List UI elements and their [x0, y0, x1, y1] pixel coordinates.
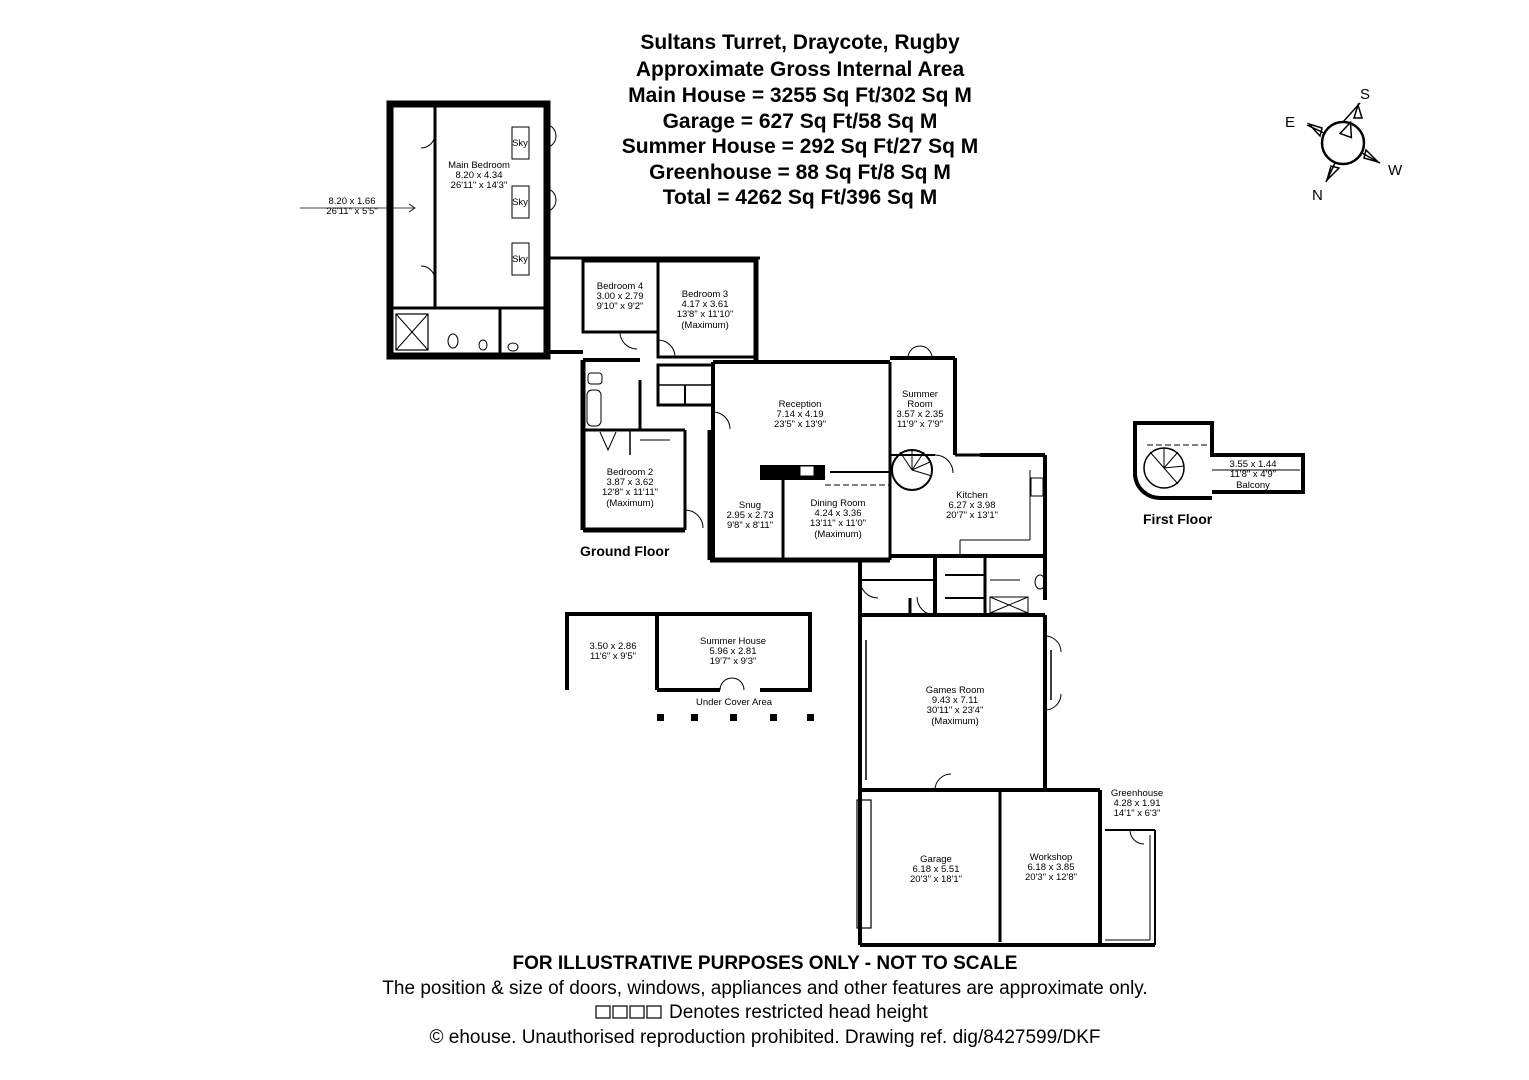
- bedroom3-imperial: 13'8" x 11'10": [677, 309, 734, 320]
- skylight-label: Sky: [512, 197, 528, 208]
- utility-block: [858, 556, 1046, 945]
- dining-room-imperial: 13'11" x 11'0": [810, 518, 866, 529]
- main-bedroom-name: Main Bedroom: [448, 160, 510, 171]
- balcony-name: Balcony: [1236, 480, 1270, 491]
- balcony-metric: 3.55 x 1.44: [1229, 459, 1276, 470]
- snug-metric: 2.95 x 2.73: [726, 510, 773, 521]
- skylight-label: Sky: [512, 138, 528, 149]
- summer-house-area: Summer House = 292 Sq Ft/27 Sq M: [621, 135, 979, 158]
- legend-text: Denotes restricted head height: [669, 1002, 928, 1023]
- summer-house-name: Summer House: [700, 636, 766, 647]
- garage-name: Garage: [920, 854, 952, 865]
- summer-room-name1: Summer: [902, 389, 938, 400]
- snug-name: Snug: [739, 500, 761, 511]
- copyright-icon: ©: [429, 1027, 449, 1048]
- bedroom4-name: Bedroom 4: [597, 281, 643, 292]
- main-bedroom-imperial: 26'11" x 14'3": [451, 180, 508, 191]
- summer-house-imperial: 19'7" x 9'3": [710, 656, 757, 667]
- bedroom3-note: (Maximum): [681, 320, 729, 331]
- bedroom2-metric: 3.87 x 3.62: [606, 477, 653, 488]
- restricted-height-legend-icon: [595, 1005, 662, 1019]
- greenhouse-imperial: 14'1" x 6'3": [1114, 808, 1161, 819]
- first-floor-plan: [1133, 421, 1305, 501]
- copyright-line: © ehouse. Unauthorised reproduction proh…: [300, 1027, 1230, 1049]
- kitchen-metric: 6.27 x 3.98: [948, 500, 995, 511]
- summer-room-imperial: 11'9" x 7'9": [897, 419, 943, 430]
- games-room-imperial: 30'11" x 23'4": [927, 705, 984, 716]
- bedroom2-note: (Maximum): [606, 498, 654, 509]
- under-cover-label: Under Cover Area: [696, 697, 773, 708]
- reception-name: Reception: [779, 399, 822, 410]
- dining-room-note: (Maximum): [814, 529, 862, 540]
- summer-room-metric: 3.57 x 2.35: [896, 409, 943, 420]
- summer-house-metric: 5.96 x 2.81: [709, 646, 756, 657]
- summer-house-block: [565, 612, 814, 721]
- skylight-label: Sky: [512, 254, 528, 265]
- reception-imperial: 23'5" x 13'9": [774, 419, 826, 430]
- compass-east: E: [1285, 114, 1295, 131]
- area-heading: Approximate Gross Internal Area: [635, 58, 965, 81]
- ground-floor-label: Ground Floor: [580, 543, 670, 559]
- reception-block: [710, 360, 892, 563]
- side-room-metric: 8.20 x 1.66: [328, 196, 375, 207]
- bedroom2-name: Bedroom 2: [607, 467, 653, 478]
- side-room-imperial: 26'11" x 5'5": [326, 206, 377, 217]
- workshop-imperial: 20'3" x 12'8": [1025, 872, 1077, 883]
- snug-imperial: 9'8" x 8'11": [727, 520, 773, 531]
- bedroom4-imperial: 9'10" x 9'2": [597, 301, 644, 312]
- greenhouse-metric: 4.28 x 1.91: [1113, 798, 1160, 809]
- games-room-name: Games Room: [926, 685, 985, 696]
- garage-metric: 6.18 x 5.51: [912, 864, 959, 875]
- bedroom2-wing: [580, 358, 713, 560]
- greenhouse-name: Greenhouse: [1111, 788, 1163, 799]
- main-bedroom-wing: [300, 100, 760, 360]
- greenhouse-area: Greenhouse = 88 Sq Ft/8 Sq M: [649, 161, 951, 184]
- property-title: Sultans Turret, Draycote, Rugby: [640, 31, 960, 54]
- main-house-area: Main House = 3255 Sq Ft/302 Sq M: [628, 84, 972, 107]
- compass-icon: S E W N: [1285, 86, 1403, 204]
- sh-side-imperial: 11'6" x 9'5": [590, 651, 636, 662]
- bedroom4-metric: 3.00 x 2.79: [596, 291, 643, 302]
- garage-area: Garage = 627 Sq Ft/58 Sq M: [662, 110, 938, 133]
- compass-north: N: [1312, 187, 1323, 204]
- compass-west: W: [1388, 162, 1403, 179]
- bedroom3-name: Bedroom 3: [682, 289, 728, 300]
- garage-imperial: 20'3" x 18'1": [910, 874, 962, 885]
- garage-block: [856, 790, 1156, 947]
- workshop-metric: 6.18 x 3.85: [1027, 862, 1074, 873]
- kitchen-block: [890, 345, 1047, 600]
- balcony-imperial: 11'8" x 4'9": [1230, 469, 1276, 480]
- compass-south: S: [1360, 86, 1370, 103]
- summer-room-name2: Room: [907, 399, 932, 410]
- dining-room-name: Dining Room: [811, 498, 866, 509]
- bedroom2-imperial: 12'8" x 11'11": [602, 487, 658, 498]
- main-bedroom-metric: 8.20 x 4.34: [455, 170, 502, 181]
- kitchen-imperial: 20'7" x 13'1": [946, 510, 998, 521]
- sh-side-metric: 3.50 x 2.86: [589, 641, 636, 652]
- games-room-block: [860, 615, 1100, 792]
- disclaimer-heading: FOR ILLUSTRATIVE PURPOSES ONLY - NOT TO …: [512, 953, 1018, 974]
- dining-room-metric: 4.24 x 3.36: [814, 508, 861, 519]
- disclaimer-text: The position & size of doors, windows, a…: [382, 978, 1148, 999]
- kitchen-name: Kitchen: [956, 490, 988, 501]
- games-room-note: (Maximum): [931, 716, 979, 727]
- first-floor-label: First Floor: [1143, 511, 1213, 527]
- reception-metric: 7.14 x 4.19: [776, 409, 823, 420]
- total-area: Total = 4262 Sq Ft/396 Sq M: [662, 186, 938, 209]
- bedroom3-metric: 4.17 x 3.61: [681, 299, 728, 310]
- copyright-text: ehouse. Unauthorised reproduction prohib…: [448, 1027, 1101, 1048]
- workshop-name: Workshop: [1030, 852, 1073, 863]
- games-room-metric: 9.43 x 7.11: [932, 695, 978, 706]
- central-block: [545, 258, 759, 407]
